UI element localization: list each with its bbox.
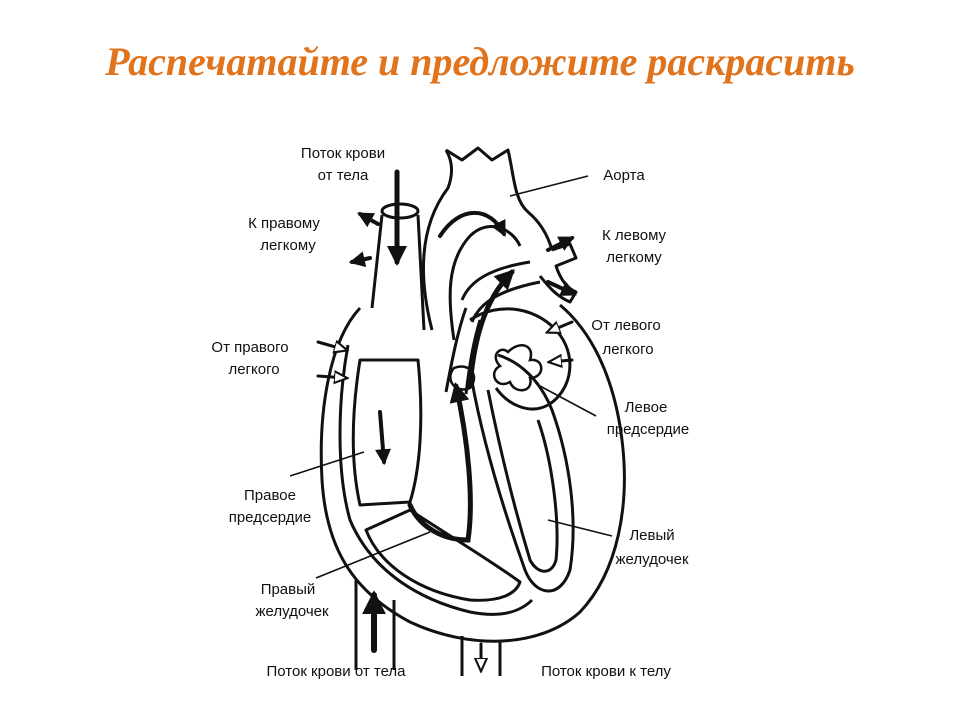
label-from-left-lung-1: От левого bbox=[591, 317, 660, 334]
arrow-left-lung-down bbox=[546, 280, 577, 296]
label-right-ventricle-2: желудочек bbox=[255, 603, 329, 620]
arrow-pulmonary-up bbox=[467, 269, 515, 389]
label-flow-from-body-top-1: Поток крови bbox=[301, 145, 385, 162]
aorta bbox=[422, 146, 578, 341]
superior-vena-cava bbox=[370, 202, 426, 331]
arrow-right-lung-down bbox=[348, 251, 372, 268]
inferior-vena-cava bbox=[354, 580, 396, 670]
label-right-ventricle-1: Правый bbox=[261, 581, 316, 598]
arrow-from-left-lung-1 bbox=[548, 322, 574, 332]
descending-aorta bbox=[460, 636, 502, 676]
arrow-rv-curve bbox=[407, 382, 473, 543]
label-from-right-lung-2: легкого bbox=[228, 361, 279, 378]
label-to-left-lung-1: К левому bbox=[602, 227, 667, 244]
arrow-aorta-arch bbox=[438, 210, 506, 238]
label-right-atrium-2: предсердие bbox=[229, 509, 312, 526]
arrow-from-right-lung-2 bbox=[316, 376, 346, 378]
diagram-labels: Поток крови от тела К правому легкому Ао… bbox=[211, 145, 689, 680]
label-to-right-lung-2: легкому bbox=[260, 237, 316, 254]
arrow-left-lung-up bbox=[546, 236, 575, 252]
label-left-atrium-1: Левое bbox=[625, 399, 668, 416]
arrow-ra-down bbox=[375, 410, 391, 466]
label-to-right-lung-1: К правому bbox=[248, 215, 320, 232]
arrow-right-lung-up bbox=[357, 212, 380, 228]
label-flow-to-body: Поток крови к телу bbox=[541, 663, 671, 680]
label-from-right-lung-1: От правого bbox=[211, 339, 288, 356]
leader-lines bbox=[289, 175, 613, 579]
label-right-atrium-1: Правое bbox=[244, 487, 296, 504]
label-to-left-lung-2: легкому bbox=[606, 249, 662, 266]
label-from-left-lung-2: легкого bbox=[602, 341, 653, 358]
flow-arrows bbox=[316, 169, 577, 670]
label-flow-from-body-top-2: от тела bbox=[318, 167, 369, 184]
heart-outline bbox=[319, 303, 626, 643]
page-title: Распечатайте и предложите раскрасить bbox=[105, 39, 855, 84]
label-left-ventricle-1: Левый bbox=[629, 527, 674, 544]
label-left-atrium-2: предсердие bbox=[607, 421, 690, 438]
label-left-ventricle-2: желудочек bbox=[615, 551, 689, 568]
label-aorta: Аорта bbox=[603, 167, 645, 184]
arrow-from-left-lung-2 bbox=[550, 360, 574, 362]
arrow-from-right-lung-1 bbox=[316, 342, 346, 350]
mitral-valve bbox=[449, 344, 543, 392]
label-flow-from-body-bottom: Поток крови от тела bbox=[266, 663, 406, 680]
